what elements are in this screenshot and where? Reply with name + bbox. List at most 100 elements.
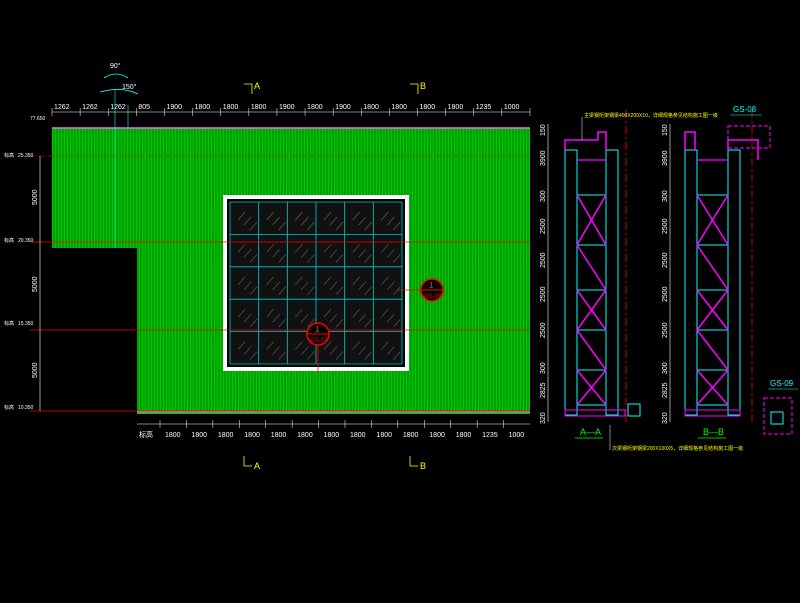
section-dim-right-label: 2825 — [662, 382, 669, 398]
axis-b-bottom-label: B — [420, 461, 426, 471]
aa-column-right — [605, 149, 619, 416]
glass-hatch — [358, 314, 366, 323]
glass-hatch — [381, 244, 389, 253]
top-dim-label: 1900 — [279, 104, 295, 111]
glass-hatch — [243, 281, 252, 290]
section-dim-left-label: 300 — [540, 190, 547, 202]
truss-diagonal — [696, 194, 729, 246]
top-dim-label: 1800 — [223, 104, 239, 111]
glass-hatch — [329, 281, 338, 290]
glass-hatch — [381, 276, 389, 285]
glass-hatch — [307, 319, 315, 328]
glass-hatch — [301, 314, 309, 323]
bb-gs09-tag[interactable]: GS-09 — [770, 379, 794, 388]
glass-hatch — [352, 244, 360, 253]
glass-hatch — [323, 341, 332, 350]
note-bottom: 次梁钢桁架钢梁200X100X5，详细规格参见结构施工图一级 — [612, 445, 743, 452]
section-dim-right-label: 150 — [662, 124, 669, 136]
glass-hatch — [358, 346, 366, 355]
level-prefix-3: 标高 — [4, 320, 14, 327]
axis-a-bottom-label: A — [254, 461, 260, 471]
section-aa: A—A — [564, 110, 641, 439]
bb-foot-detail — [770, 411, 784, 425]
level-prefix-4: 标高 — [4, 404, 14, 411]
top-dim-label: 1800 — [363, 104, 379, 111]
section-dim-left-label: 2500 — [540, 252, 547, 268]
section-dim-left-label: 150 — [540, 124, 547, 136]
glass-hatch — [335, 286, 344, 295]
bb-top-cap — [684, 131, 696, 150]
left-dim-chain: 5000 5000 5000 — [32, 156, 41, 411]
callout-gs06-ref: GS-06 — [424, 294, 442, 300]
truss-diagonal — [696, 289, 729, 331]
truss-diagonal — [696, 369, 729, 406]
bottom-dim-label: 1800 — [403, 432, 419, 439]
glass-hatch — [243, 314, 252, 323]
truss-diagonal — [696, 244, 729, 291]
elevation-view — [30, 90, 530, 418]
axis-b-bottom-mark — [409, 456, 418, 467]
top-dim-label: 1800 — [195, 104, 211, 111]
section-dim-right-label: 3900 — [662, 150, 669, 166]
truss-diagonal — [576, 194, 607, 246]
bottom-dim-label: 1235 — [482, 432, 498, 439]
aa-column-left — [564, 149, 578, 416]
glass-hatch — [295, 341, 303, 350]
glass-hatch — [272, 249, 280, 258]
level-prefix-2: 标高 — [4, 237, 14, 244]
bb-column-right — [727, 149, 741, 416]
glass-hatch — [249, 351, 258, 360]
glass-hatch — [381, 341, 389, 350]
top-dim-label: 1000 — [504, 104, 520, 111]
section-bb: GS-08 GS-09 B—B — [684, 105, 798, 439]
truss-diagonal — [576, 244, 607, 291]
top-dim-label: 1800 — [448, 104, 464, 111]
glass-hatch — [307, 221, 315, 231]
glass-hatch — [393, 221, 401, 231]
glass-hatch — [364, 254, 372, 263]
callout-gs07-ref: GS-07 — [310, 338, 328, 344]
glass-hatch — [237, 244, 246, 253]
glass-hatch — [329, 314, 338, 323]
callout-gs07[interactable]: 1 GS-07 — [306, 322, 330, 372]
top-dim-label: 1262 — [82, 104, 98, 111]
glass-hatch — [301, 346, 309, 355]
glass-hatch — [387, 216, 395, 226]
glass-hatch — [364, 221, 372, 231]
glass-hatch — [323, 244, 332, 253]
section-dim-left-label: 2825 — [540, 382, 547, 398]
callout-gs06-num: 1 — [429, 281, 434, 290]
glass-hatch — [301, 216, 309, 226]
section-dim-right-label: 300 — [662, 362, 669, 374]
glass-hatch — [237, 341, 246, 350]
angle-150-label: 150° — [122, 83, 137, 91]
glass-hatch — [307, 286, 315, 295]
level-labels: 77.650 标高 25.350 标高 20.350 标高 15.350 标高 … — [4, 116, 46, 411]
callout-gs06[interactable]: 1 GS-06 — [398, 278, 444, 302]
section-dim-right-label: 2500 — [662, 218, 669, 234]
section-dim-left-label: 2500 — [540, 218, 547, 234]
axis-a-top-mark — [244, 83, 253, 94]
bottom-dim-label: 1800 — [456, 432, 472, 439]
glass-hatch — [278, 351, 286, 360]
axis-b-top-label: B — [420, 81, 426, 91]
section-dim-right-label: 2500 — [662, 286, 669, 302]
level-4-value: 10.350 — [18, 405, 34, 411]
section-aa-label: A—A — [580, 427, 601, 437]
bottom-dim-label: 1800 — [324, 432, 340, 439]
glass-hatch — [243, 249, 252, 258]
glass-hatch — [272, 346, 280, 355]
glass-hatch — [387, 314, 395, 323]
glass-hatch — [249, 286, 258, 295]
bottom-dim-start-label: 标高 — [139, 430, 153, 439]
glass-hatch — [237, 276, 246, 285]
glass-hatch — [307, 351, 315, 360]
bb-gs08-tag[interactable]: GS-08 — [733, 105, 757, 114]
section-dim-left-label: 3900 — [540, 150, 547, 166]
bb-column-left — [684, 149, 698, 416]
section-bb-label: B—B — [703, 427, 724, 437]
note-top: 主梁钢桁架钢梁400X200X10，详细规格参见结构施工图一级 — [584, 112, 718, 119]
